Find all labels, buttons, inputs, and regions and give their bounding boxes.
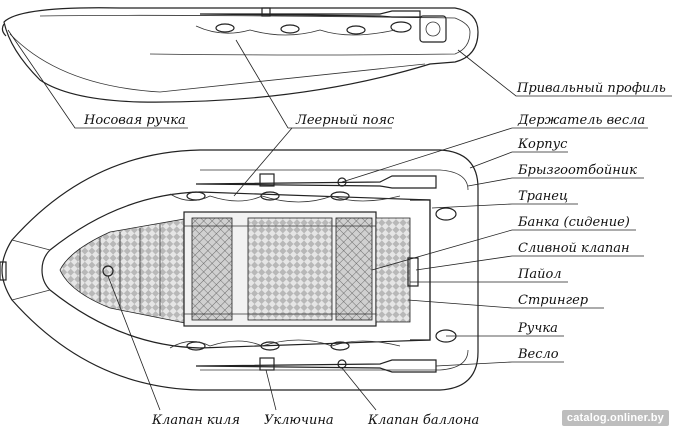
oarlock-top (259, 173, 275, 187)
leader-leerny-1 (235, 39, 289, 129)
tube-outer (1, 149, 479, 391)
label-ruchka: Ручка (517, 321, 558, 336)
stern-handle-top (435, 207, 457, 221)
label-banka: Банка (сидение) (517, 215, 630, 230)
label-veslo: Весло (517, 347, 559, 362)
oarlock-bottom (259, 357, 275, 371)
label-stringer: Стрингер (518, 293, 589, 308)
label-klapan-ballona: Клапан баллона (367, 413, 479, 428)
payol-panel-3 (335, 217, 373, 321)
leader-klapan-kilya (107, 275, 161, 411)
top-view (0, 149, 479, 391)
label-klapan-kilya: Клапан киля (151, 413, 240, 428)
leader-privalny (457, 49, 672, 97)
payol-panel-2 (247, 217, 333, 321)
side-valve-icon (390, 21, 412, 33)
side-handle-3 (346, 25, 366, 35)
rope-bottom (169, 339, 401, 349)
leader-klapan-ballona (341, 367, 377, 411)
stringer-line (184, 225, 376, 315)
side-oarlock (261, 7, 271, 17)
label-nosovaya-ruchka: Носовая ручка (83, 113, 186, 128)
side-hull-outline (3, 7, 479, 103)
rope-top (169, 193, 401, 203)
stern-floor (375, 217, 411, 323)
leader-stringer (407, 299, 604, 309)
labels: Привальный профиль Носовая ручка Леерный… (83, 81, 666, 428)
bow-handle-icon (1, 23, 7, 37)
leader-korpus (469, 151, 568, 169)
leader-tranets (431, 203, 578, 209)
side-view (1, 7, 479, 103)
keel-stripes (79, 224, 161, 316)
leader-leerny-2 (233, 127, 293, 197)
leader-derzhatel (341, 127, 648, 183)
spray-rail-left (200, 169, 469, 191)
side-oar (199, 10, 421, 18)
label-derzhatel-vesla: Держатель весла (517, 113, 645, 128)
leader-banka (371, 229, 636, 271)
label-tranets: Транец (518, 189, 568, 204)
logo-plate (419, 15, 447, 43)
tube-inner (41, 191, 431, 349)
leader-nosovaya (7, 29, 188, 129)
leaders (7, 29, 672, 411)
label-uklyuchina: Уключина (264, 413, 334, 428)
side-rope (195, 25, 396, 36)
rope-handle-5 (260, 341, 280, 351)
transom (410, 199, 431, 341)
bow-handle-top-icon (0, 261, 7, 281)
leader-bryzg (467, 177, 644, 187)
watermark: catalog.onliner.by (561, 410, 669, 426)
oar-top (195, 175, 437, 189)
label-leerny-poyas: Леерный пояс (295, 113, 395, 128)
leader-uklyuchina (265, 369, 277, 411)
label-privalny-profil: Привальный профиль (516, 81, 666, 96)
side-keel-line (9, 33, 426, 93)
label-korpus: Корпус (517, 137, 568, 152)
oar-holder-icon (337, 177, 347, 187)
leader-veslo (435, 361, 564, 367)
side-handle-2 (280, 24, 300, 34)
label-payol: Пайол (517, 267, 562, 282)
side-tube-line (39, 14, 471, 56)
leader-sliv (415, 255, 644, 271)
label-bryzgootboynik: Брызгоотбойник (517, 163, 637, 178)
rope-handle-2 (260, 191, 280, 201)
logo-icon (425, 21, 441, 37)
side-handle-1 (215, 23, 235, 33)
payol-panel-1 (191, 217, 233, 321)
label-slivnoy-klapan: Сливной клапан (518, 241, 630, 256)
bow-deck (11, 239, 51, 301)
keel-floor (59, 217, 191, 325)
